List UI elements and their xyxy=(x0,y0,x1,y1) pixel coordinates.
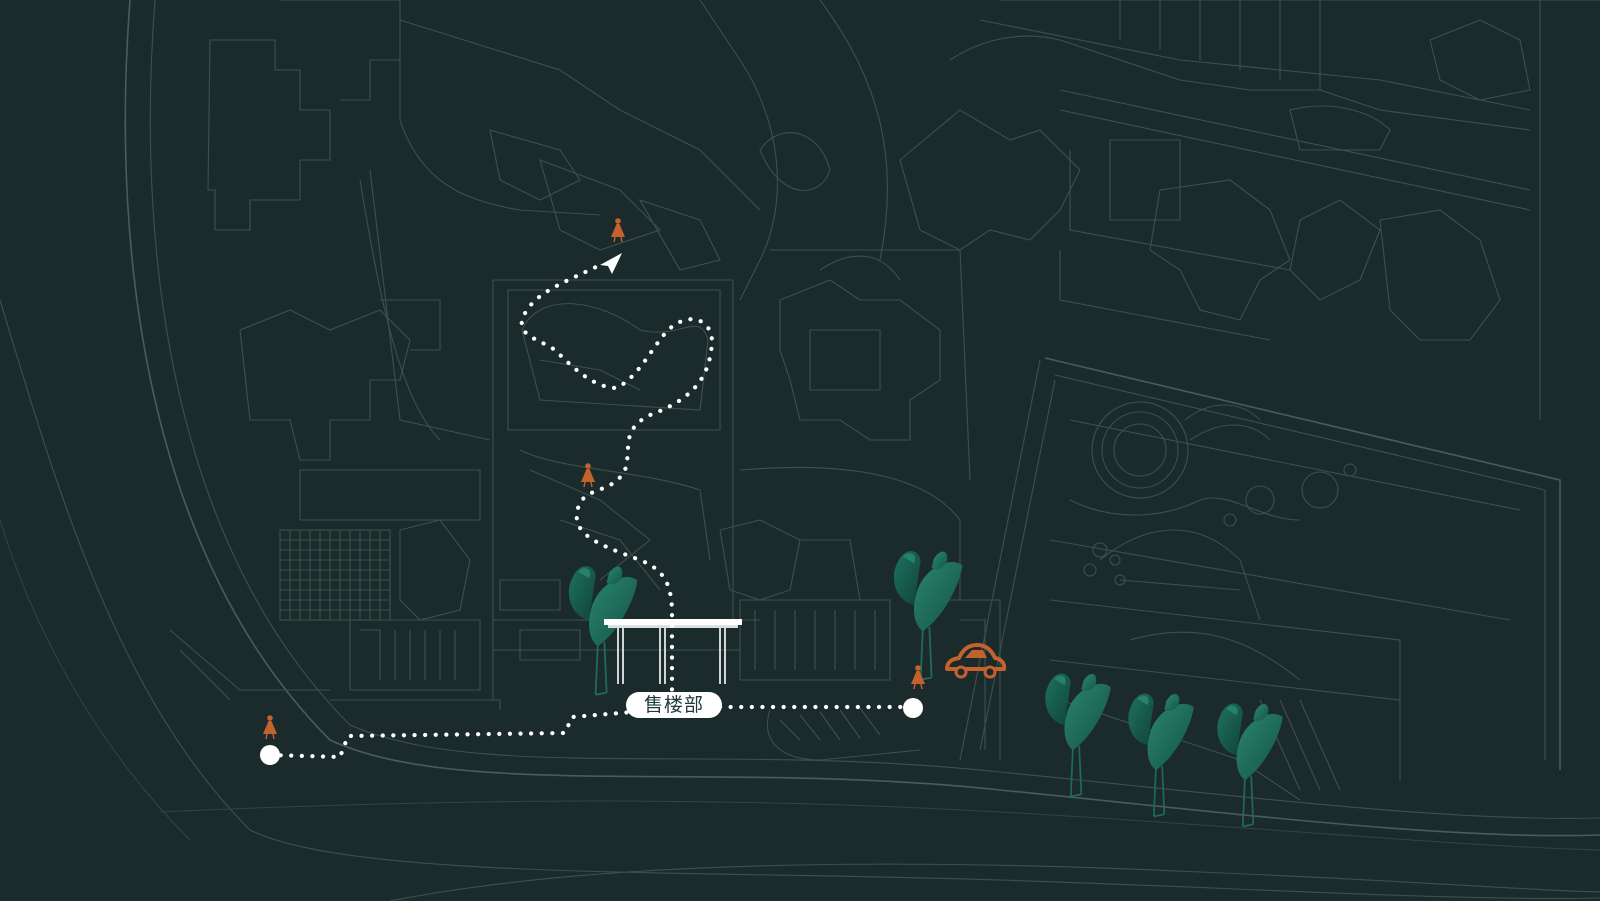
route-end-point xyxy=(903,698,923,718)
car-icon xyxy=(945,643,1007,679)
pedestrian-icon xyxy=(262,714,278,740)
route-start-point xyxy=(260,745,280,765)
pedestrians xyxy=(262,217,926,740)
tree-icon xyxy=(1216,702,1284,828)
arrow-head-icon xyxy=(600,253,622,274)
pedestrian-icon xyxy=(610,217,626,243)
walking-routes xyxy=(267,262,911,760)
sales-office-label: 售楼部 xyxy=(626,692,722,718)
trees xyxy=(568,550,1284,828)
pedestrian-icon xyxy=(910,664,926,690)
tree-icon xyxy=(1127,692,1195,818)
pavilion-icon xyxy=(604,619,742,684)
